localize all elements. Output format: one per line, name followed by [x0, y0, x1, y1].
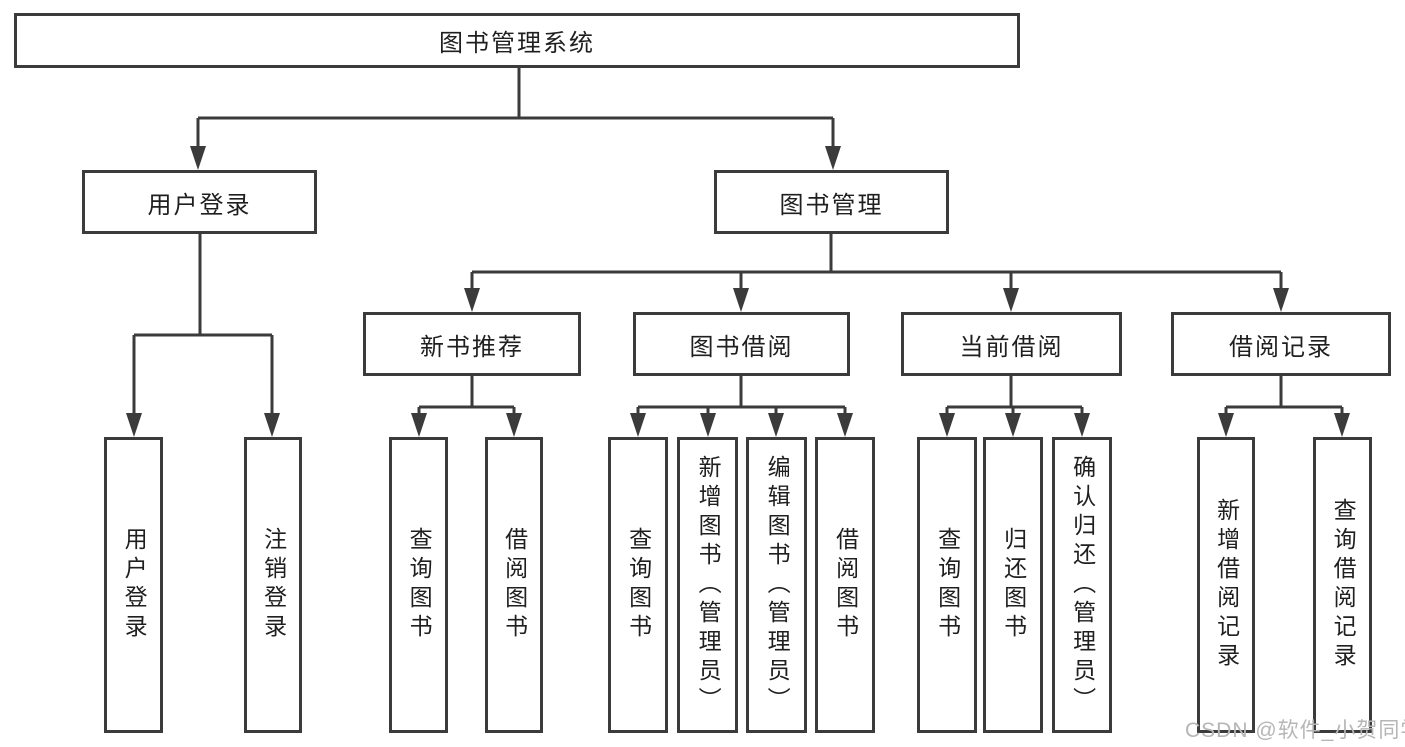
node-current-borrowing: 当前借阅 — [901, 312, 1122, 376]
node-label: 查询借阅记录 — [1330, 498, 1357, 672]
node-query-books-borrowing: 查询图书 — [608, 437, 668, 733]
node-label: 借阅图书 — [832, 527, 859, 643]
node-label: 确认归还（管理员） — [1069, 454, 1096, 716]
node-return-books: 归还图书 — [983, 437, 1043, 733]
node-user-login: 用户登录 — [82, 170, 317, 234]
node-new-book-recommendation: 新书推荐 — [363, 312, 581, 376]
node-label: 新增借阅记录 — [1213, 498, 1240, 672]
node-logout: 注销登录 — [244, 437, 302, 733]
node-label: 图书借阅 — [689, 333, 794, 361]
node-label: 编辑图书（管理员） — [764, 454, 791, 716]
node-label: 查询图书 — [625, 527, 652, 643]
node-borrow-books-borrowing: 借阅图书 — [815, 437, 875, 733]
node-query-books-recommendation: 查询图书 — [389, 437, 448, 733]
node-book-borrowing: 图书借阅 — [633, 312, 850, 376]
node-label: 注销登录 — [260, 527, 287, 643]
node-query-books-current: 查询图书 — [917, 437, 977, 733]
node-label: 查询图书 — [406, 527, 433, 643]
node-user-login-leaf: 用户登录 — [104, 437, 163, 733]
node-borrowing-records: 借阅记录 — [1171, 312, 1391, 376]
node-query-borrow-record: 查询借阅记录 — [1313, 437, 1372, 733]
node-label: 借阅图书 — [501, 527, 528, 643]
csdn-watermark: CSDN @软件_小贺同学 — [1185, 719, 1405, 742]
node-label: 当前借阅 — [959, 333, 1064, 361]
node-book-management: 图书管理 — [714, 170, 949, 234]
node-label: 新增图书（管理员） — [695, 454, 722, 716]
node-label: 新书推荐 — [420, 333, 524, 361]
node-label: 图书管理系统 — [439, 30, 595, 57]
node-label: 图书管理 — [779, 191, 884, 219]
node-borrow-books-recommendation: 借阅图书 — [485, 437, 543, 733]
node-add-books-admin: 新增图书（管理员） — [677, 437, 738, 733]
node-add-borrow-record: 新增借阅记录 — [1197, 437, 1255, 733]
node-label: 归还图书 — [1000, 527, 1027, 643]
node-confirm-return-admin: 确认归还（管理员） — [1052, 437, 1112, 733]
node-label: 用户登录 — [147, 191, 252, 219]
node-label: 借阅记录 — [1229, 333, 1333, 361]
node-edit-books-admin: 编辑图书（管理员） — [746, 437, 807, 733]
node-library-management-system: 图书管理系统 — [14, 13, 1020, 68]
node-label: 查询图书 — [934, 527, 961, 643]
node-label: 用户登录 — [121, 527, 148, 643]
